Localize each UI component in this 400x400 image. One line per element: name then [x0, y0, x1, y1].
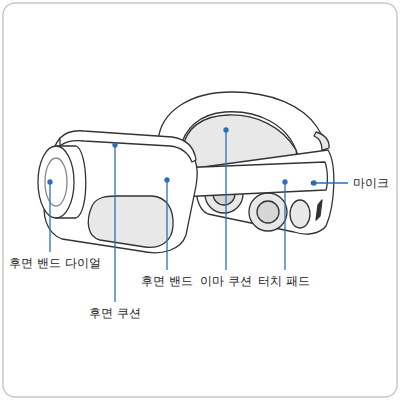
- front-band: [175, 162, 327, 197]
- headset-drawing: [38, 92, 334, 253]
- visor-edge: [314, 132, 329, 150]
- leader-lines: [48, 128, 348, 302]
- rear-cushion: [88, 196, 173, 247]
- lens-right-inner: [257, 201, 279, 223]
- part-label: 후면 밴드: [140, 274, 194, 289]
- frame: [3, 3, 397, 397]
- part-label: 마이크: [352, 176, 390, 191]
- dial-face: [38, 146, 74, 218]
- leader-line: [284, 182, 285, 270]
- leader-line: [114, 145, 115, 302]
- leader-line: [225, 130, 226, 270]
- leader-line: [166, 180, 167, 270]
- part-label: 후면 쿠션: [88, 306, 142, 321]
- lens-right: [249, 193, 287, 231]
- part-label: 터치 패드: [257, 274, 311, 289]
- leader-dot: [48, 180, 52, 184]
- leader-dot: [312, 181, 316, 185]
- leader-line: [314, 182, 348, 183]
- visor-side: [290, 200, 310, 228]
- leader-dot: [165, 178, 169, 182]
- leader-line: [49, 182, 50, 252]
- leader-dot: [224, 128, 228, 132]
- part-label: 이마 쿠션: [199, 274, 253, 289]
- visor-slot: [316, 200, 322, 220]
- leader-dot: [283, 180, 287, 184]
- leader-dot: [113, 143, 117, 147]
- part-label: 후면 밴드 다이얼: [8, 256, 102, 271]
- dial-ring: [45, 158, 67, 206]
